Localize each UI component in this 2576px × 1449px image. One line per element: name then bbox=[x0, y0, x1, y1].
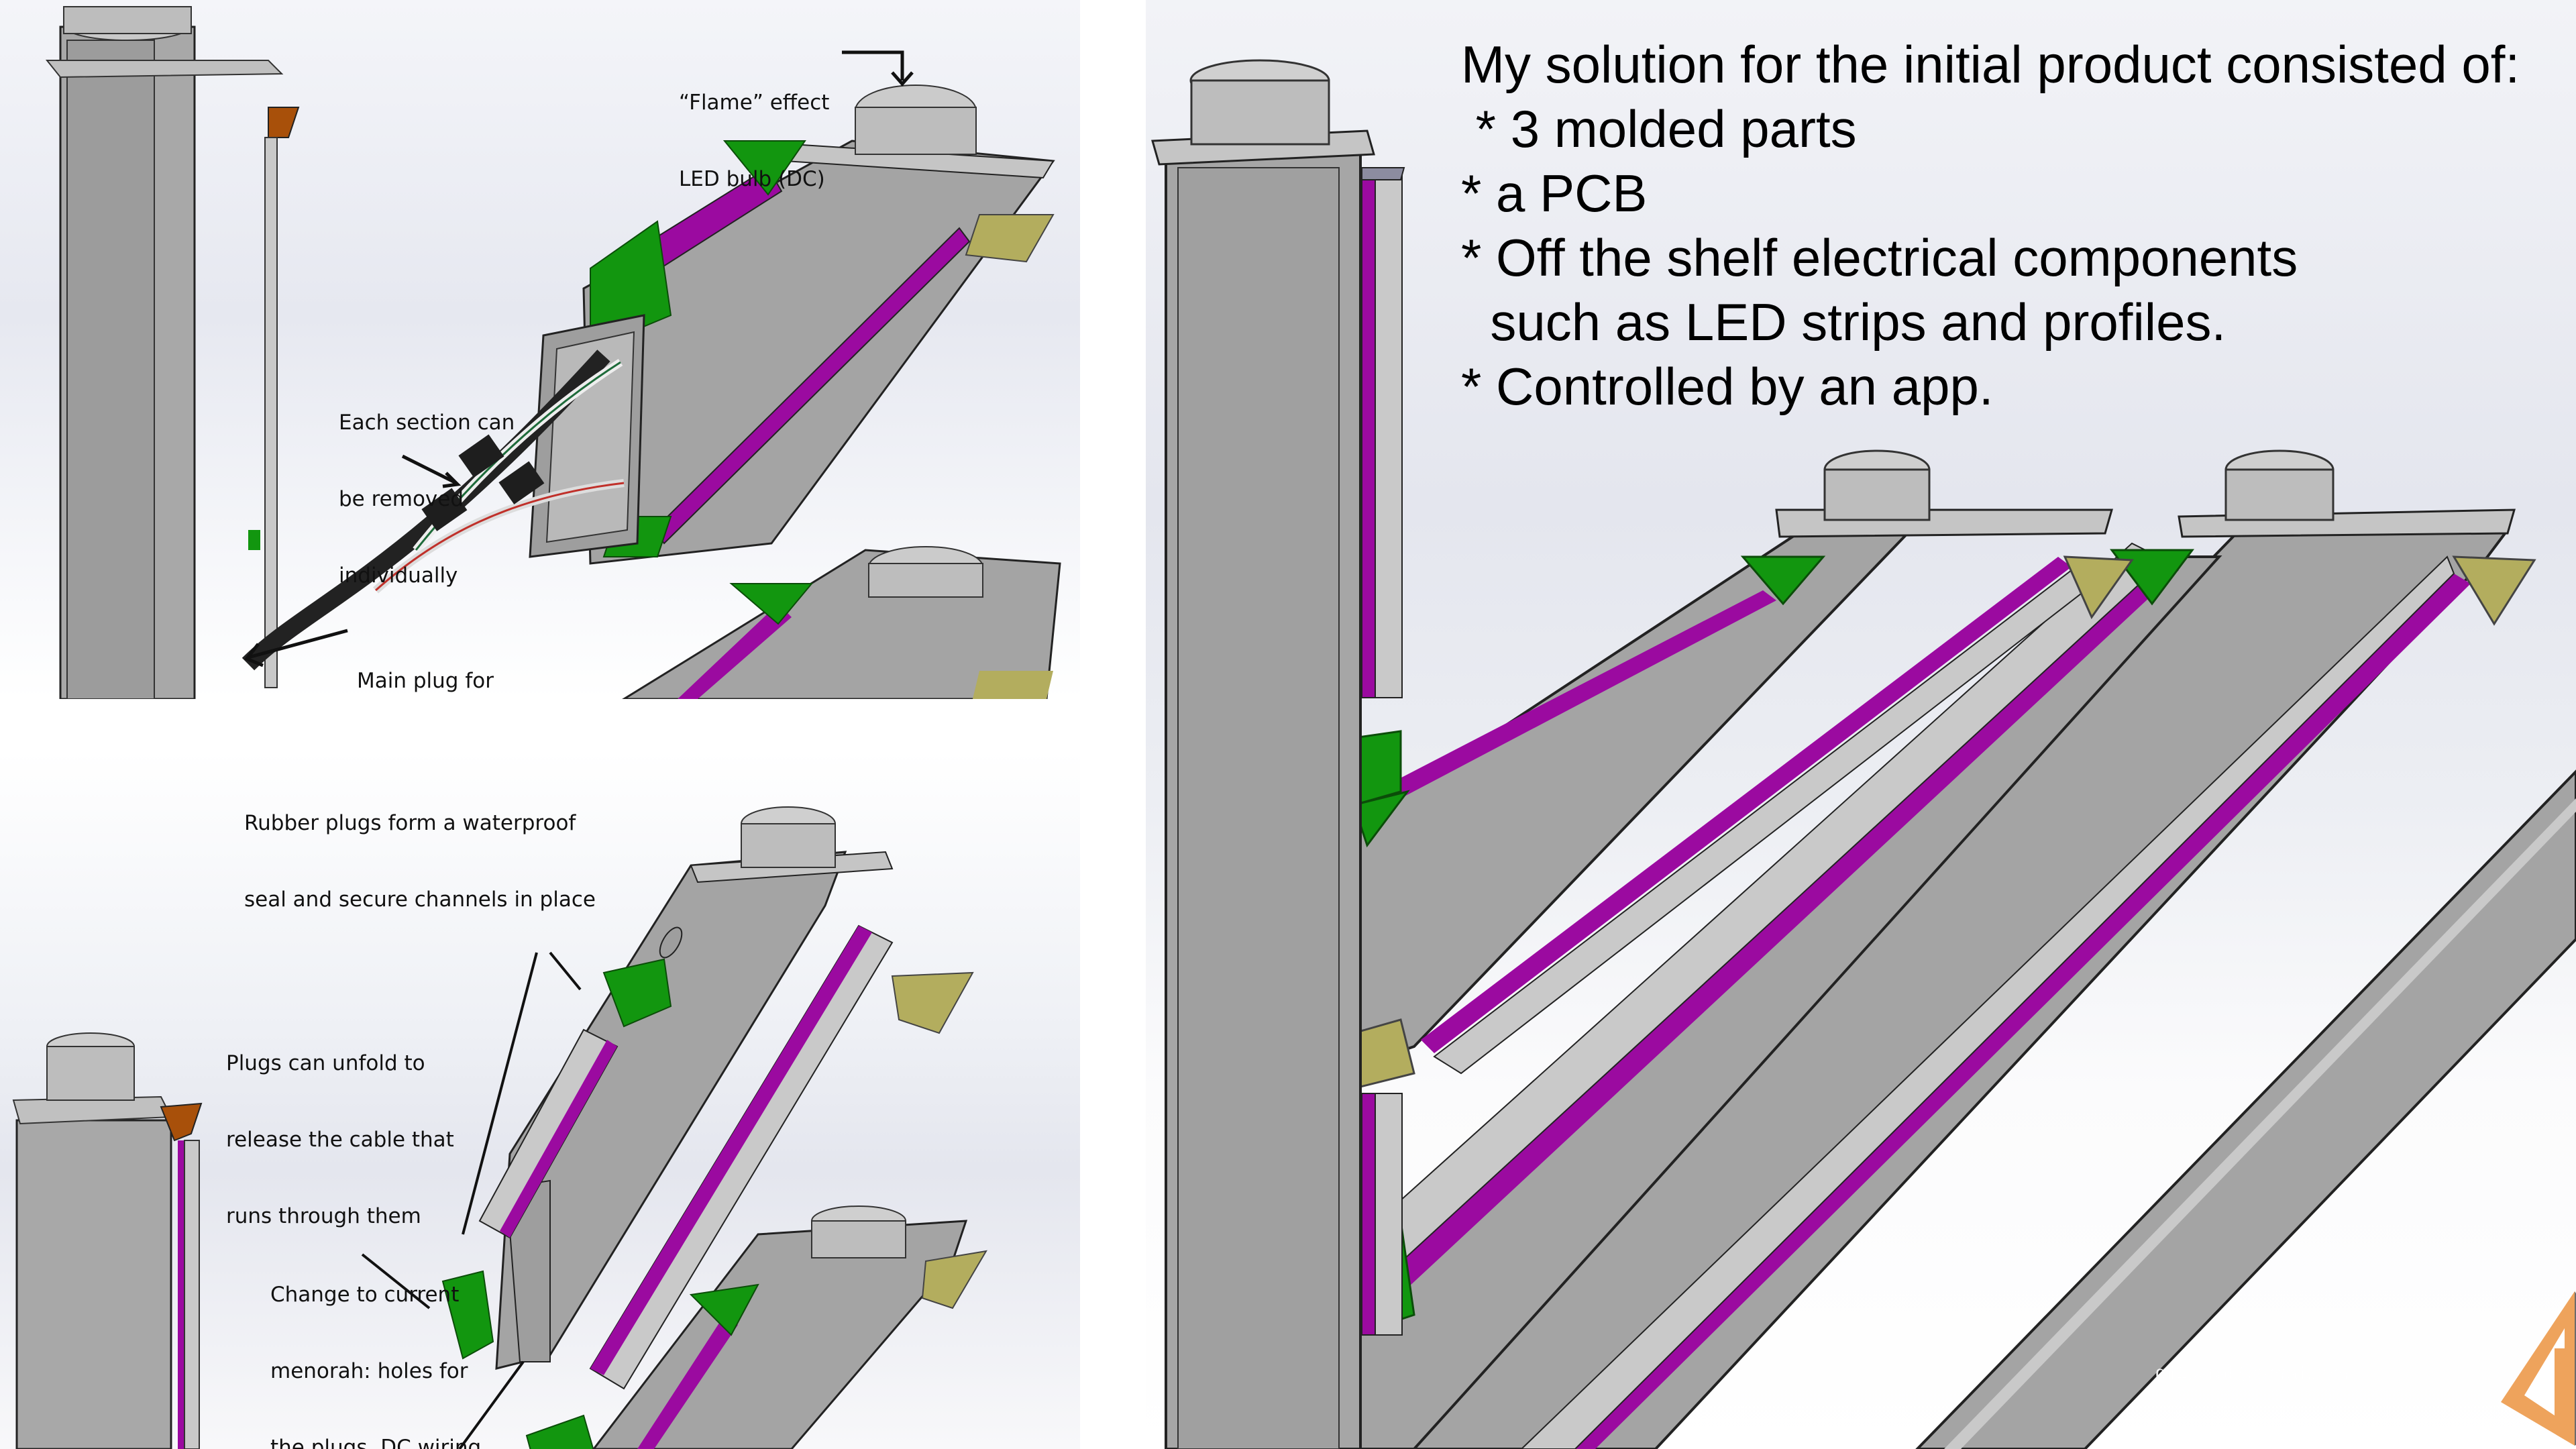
solution-summary: My solution for the initial product cons… bbox=[1461, 32, 2520, 419]
menorah-post bbox=[12, 1032, 203, 1449]
callout-change-current: Change to current menorah: holes for the… bbox=[270, 1283, 482, 1449]
summary-item: * Controlled by an app. bbox=[1461, 357, 1994, 416]
email-watermark: gil1barak@gmail.com bbox=[2155, 1362, 2349, 1384]
led-channels bbox=[478, 924, 894, 1390]
cable-harness bbox=[241, 350, 625, 671]
callout-rubber-plugs: Rubber plugs form a waterproof seal and … bbox=[244, 811, 596, 912]
assembled-view-panel: My solution for the initial product cons… bbox=[1146, 0, 2576, 1449]
menorah-arm-far bbox=[1915, 769, 2576, 1449]
summary-item: * a PCB bbox=[1461, 164, 1648, 223]
menorah-post bbox=[45, 6, 300, 699]
callout-flame-bulb: “Flame” effect LED bulb (DC) bbox=[679, 91, 830, 191]
summary-item: such as LED strips and profiles. bbox=[1461, 292, 2226, 352]
wiring-illustration bbox=[45, 6, 1061, 699]
pyramid-gb-logo-icon bbox=[2501, 1291, 2576, 1446]
arm-body bbox=[495, 806, 894, 1370]
rubber-plugs bbox=[441, 958, 974, 1449]
menorah-arm-lower bbox=[622, 546, 1061, 699]
callout-main-plug: Main plug for disassembly bbox=[357, 669, 494, 693]
exploded-view-panel: Rubber plugs form a waterproof seal and … bbox=[0, 751, 1080, 1449]
menorah-arm-2 bbox=[1339, 542, 2222, 1449]
menorah-arm-lower bbox=[592, 1205, 987, 1449]
wiring-detail-panel: “Flame” effect LED bulb (DC) Each sectio… bbox=[0, 0, 1080, 699]
summary-item: * Off the shelf electrical components bbox=[1461, 228, 2298, 287]
callout-each-section: Each section can be removed individually bbox=[339, 411, 515, 588]
exploded-illustration bbox=[12, 806, 987, 1449]
callout-arrows bbox=[361, 951, 582, 1449]
callout-arrows bbox=[244, 50, 914, 667]
summary-item: * 3 molded parts bbox=[1461, 99, 1857, 158]
assembled-illustration bbox=[1151, 59, 2576, 1449]
menorah-arm-1 bbox=[1352, 449, 2134, 1088]
callout-plugs-unfold: Plugs can unfold to release the cable th… bbox=[226, 1051, 454, 1228]
menorah-arm-3 bbox=[1345, 449, 2536, 1449]
menorah-post bbox=[1151, 59, 1405, 1449]
summary-title: My solution for the initial product cons… bbox=[1461, 35, 2520, 94]
